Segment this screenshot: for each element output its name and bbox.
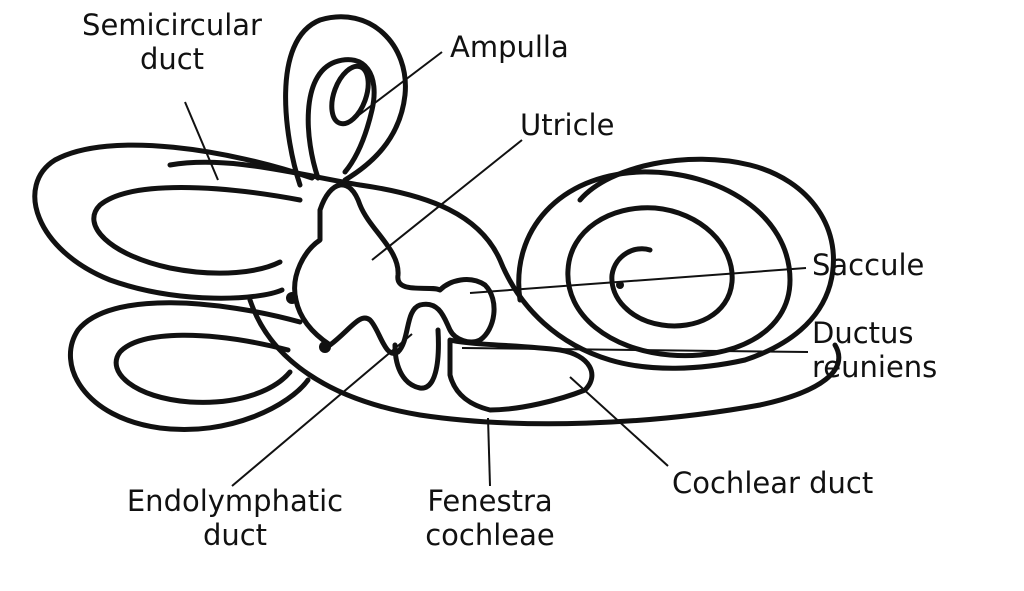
duct-dot-2 <box>319 341 331 353</box>
upper-canal-outer <box>283 14 408 188</box>
utricle-body <box>292 182 497 356</box>
leader-utricle <box>371 139 523 261</box>
lower-canal-outer <box>67 300 311 432</box>
vestibule-outer <box>167 156 836 371</box>
cochlea-spiral <box>516 169 793 359</box>
saccule-body <box>447 337 595 413</box>
left-canal-outer <box>32 142 315 301</box>
lower-canal-inner <box>113 332 293 405</box>
leader-fenestra-cochleae <box>487 417 491 487</box>
label-ductus-reuniens: Ductus reuniens <box>812 316 938 384</box>
leader-endolymphatic-duct <box>231 333 413 487</box>
label-endolymphatic-duct: Endolymphatic duct <box>126 484 344 552</box>
ampulla-opening <box>329 63 371 127</box>
left-canal-inner <box>91 185 303 276</box>
upper-canal-inner <box>305 57 377 181</box>
label-semicircular-duct: Semicircular duct <box>82 8 262 76</box>
vestibule-bottom <box>247 297 842 427</box>
label-fenestra-cochleae: Fenestra cochleae <box>425 484 555 552</box>
leader-cochlear-duct <box>569 376 669 467</box>
endolymphatic-duct-path <box>392 327 441 391</box>
leader-ampulla <box>354 51 443 119</box>
label-utricle: Utricle <box>520 108 615 142</box>
duct-dot-1 <box>286 292 298 304</box>
label-ampulla: Ampulla <box>450 30 569 64</box>
label-cochlear-duct: Cochlear duct <box>672 466 874 500</box>
label-saccule: Saccule <box>812 248 925 282</box>
leader-semicircular-duct <box>184 101 219 181</box>
leader-ductus-reuniens <box>461 347 809 353</box>
spiral-center-dot <box>616 281 624 289</box>
leader-saccule <box>469 267 807 294</box>
